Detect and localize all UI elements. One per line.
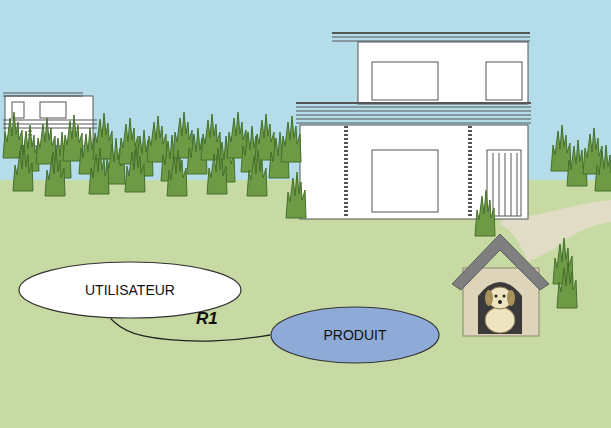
tree: [557, 262, 577, 308]
tree: [167, 150, 187, 196]
node-text: PRODUIT: [324, 327, 387, 343]
dog-house: [452, 234, 549, 336]
tree: [247, 150, 267, 196]
tree: [63, 115, 83, 161]
house: [296, 33, 531, 219]
node-text: UTILISATEUR: [85, 282, 175, 298]
tree: [45, 150, 65, 196]
tree: [475, 190, 495, 236]
tree: [595, 145, 611, 191]
relation-label: R1: [196, 309, 218, 329]
relation-line: [111, 319, 270, 341]
tree: [89, 148, 109, 194]
ellipse-shape: [271, 307, 439, 363]
tree: [551, 125, 571, 171]
tree: [147, 116, 167, 162]
tree: [93, 113, 113, 159]
tree: [125, 146, 145, 192]
tree: [286, 172, 306, 218]
tree: [281, 116, 301, 162]
entity-ellipse: PRODUIT: [270, 306, 440, 364]
tree: [207, 148, 227, 194]
tree: [13, 145, 33, 191]
